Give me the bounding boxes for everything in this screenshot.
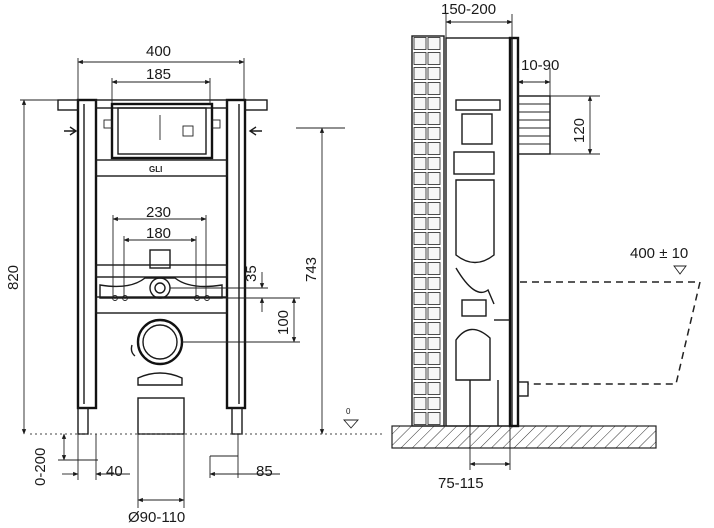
brick [427, 277, 441, 290]
brick [413, 382, 427, 395]
dim-outlet-offset: 100 [275, 310, 292, 335]
dim-foot-right: 85 [256, 463, 273, 480]
brick [427, 262, 441, 275]
dim-box-height: 120 [571, 118, 588, 143]
zero-marker-label: 0 [346, 407, 351, 416]
brick [413, 292, 427, 305]
flush-cistern [103, 102, 221, 160]
brick [427, 307, 441, 320]
brick [427, 232, 441, 245]
brick [427, 322, 441, 335]
dim-foot-left: 40 [106, 463, 123, 480]
brick [413, 112, 427, 125]
brick [427, 367, 441, 380]
brick [413, 127, 427, 140]
brick [413, 277, 427, 290]
brick [413, 337, 427, 350]
brick [413, 82, 427, 95]
dim-frame-width: 400 [146, 43, 171, 60]
brick [413, 367, 427, 380]
brick [427, 202, 441, 215]
dim-bolt-spacing-inner: 180 [146, 225, 171, 242]
lower-crossbar [95, 296, 228, 314]
front-view: GLI 400 [5, 43, 385, 526]
brick [427, 217, 441, 230]
upper-crossbar [95, 159, 228, 177]
brick [413, 412, 427, 425]
brick [413, 352, 427, 365]
brick-wall [411, 35, 445, 427]
brick [413, 262, 427, 275]
side-view: 150-200 10-90 120 400 ± 10 75-115 [391, 1, 701, 492]
brick [427, 82, 441, 95]
dim-wall-gap: 10-90 [521, 57, 559, 74]
brick [427, 247, 441, 260]
brick [413, 142, 427, 155]
brick [413, 172, 427, 185]
brick [413, 322, 427, 335]
level-marker-icon [343, 419, 359, 429]
brick [413, 307, 427, 320]
brick [413, 97, 427, 110]
dim-bolt-offset: 35 [243, 265, 260, 282]
wc-pan-outline [520, 281, 701, 385]
dim-bolt-spacing-outer: 230 [146, 204, 171, 221]
brick [413, 67, 427, 80]
frame-uprights [76, 98, 247, 410]
brand-logo: GLI [149, 165, 162, 174]
brick [427, 52, 441, 65]
left-foot [77, 407, 89, 435]
brick [427, 37, 441, 50]
brick [427, 157, 441, 170]
brick [427, 127, 441, 140]
brick [413, 37, 427, 50]
brick [427, 142, 441, 155]
frame-side-profile [445, 36, 551, 428]
seat-level-icon [673, 265, 687, 275]
dim-frame-height: 820 [5, 265, 22, 290]
brick [413, 232, 427, 245]
middle-crossbar [95, 264, 228, 278]
dim-floor-outlet: 75-115 [438, 475, 484, 492]
brick [427, 337, 441, 350]
dim-foot-adjust: 0-200 [32, 448, 49, 486]
brick [427, 382, 441, 395]
brick [413, 247, 427, 260]
brick [413, 397, 427, 410]
dim-flush-plate-width: 185 [146, 66, 171, 83]
dim-wall-distance: 150-200 [441, 1, 496, 18]
floor-slab [391, 425, 657, 449]
brick [427, 172, 441, 185]
brick [427, 67, 441, 80]
dim-seat-height: 400 ± 10 [630, 245, 688, 262]
brick [413, 217, 427, 230]
brick [427, 292, 441, 305]
brick [413, 52, 427, 65]
brick [427, 397, 441, 410]
brick [427, 187, 441, 200]
brick [427, 352, 441, 365]
drain-outlet [130, 318, 185, 435]
brick [427, 112, 441, 125]
dim-drain-diameter: Ø90-110 [128, 509, 185, 526]
brick [413, 202, 427, 215]
brick [413, 187, 427, 200]
pan-connector [99, 249, 223, 301]
brick [413, 157, 427, 170]
dim-outlet-height: 743 [303, 257, 320, 282]
brick [427, 412, 441, 425]
right-foot [231, 407, 243, 435]
brick [427, 97, 441, 110]
